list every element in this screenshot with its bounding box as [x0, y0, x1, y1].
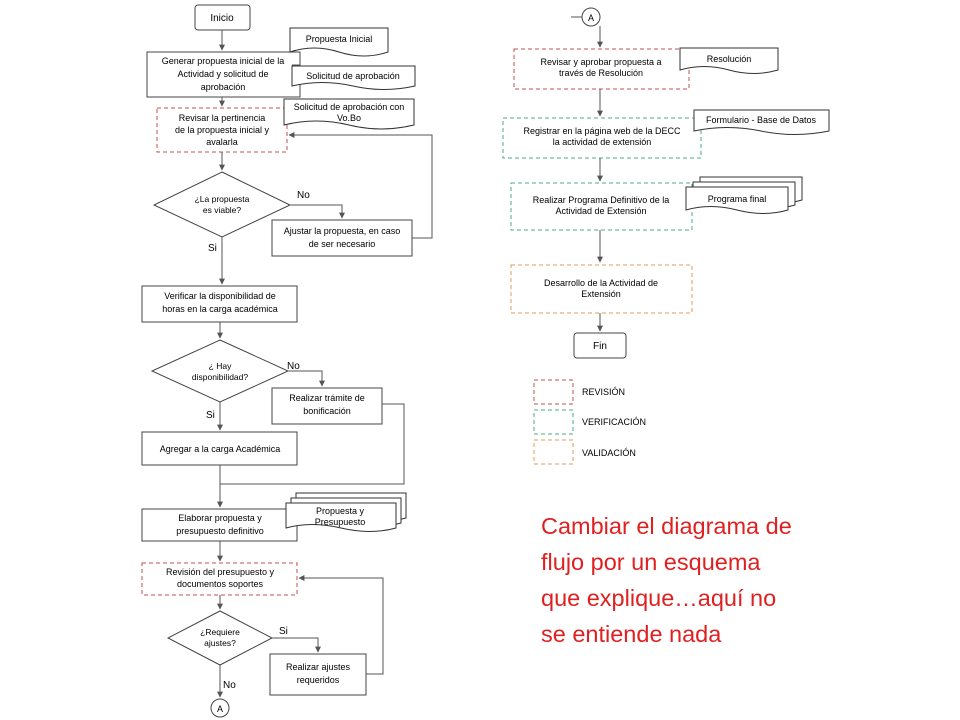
legend-label-validacion: VALIDACIÓN: [582, 448, 636, 458]
svg-text:Actividad y solicitud de: Actividad y solicitud de: [177, 69, 268, 79]
decision-viable: ¿La propuesta es viable?: [152, 171, 292, 238]
svg-text:avalarla: avalarla: [206, 137, 238, 147]
svg-text:Resolución: Resolución: [707, 54, 752, 64]
review-approve-step: Revisar y aprobar propuesta a través de …: [513, 48, 690, 90]
svg-text:disponibilidad?: disponibilidad?: [192, 372, 249, 382]
bonus-procedure-step: Realizar trámite de bonificación: [271, 387, 383, 425]
document-solicitud-vobo: Solicitud de aprobación con Vo.Bo: [283, 98, 415, 130]
svg-text:Formulario - Base de Datos: Formulario - Base de Datos: [706, 115, 817, 125]
label-no: No: [223, 680, 236, 691]
legend-swatch-validacion: [533, 439, 574, 465]
label-si: Si: [206, 410, 215, 421]
add-to-load-step: Agregar a la carga Académica: [141, 431, 298, 466]
svg-text:Fin: Fin: [593, 341, 607, 352]
register-web-step: Registrar en la página web de la DECC la…: [502, 117, 702, 159]
svg-text:documentos soportes: documentos soportes: [177, 579, 264, 589]
decision-adjustments: ¿Requiere ajustes?: [166, 610, 274, 666]
generate-proposal-step: Generar propuesta inicial de la Activida…: [146, 51, 301, 98]
svg-text:aprobación: aprobación: [201, 82, 246, 92]
svg-text:¿La propuesta: ¿La propuesta: [195, 194, 250, 204]
document-stack-propuesta-presupuesto: Propuesta y Presupuesto: [285, 492, 407, 532]
svg-text:horas en la carga académica: horas en la carga académica: [162, 304, 278, 314]
review-pertinence-step: Revisar la pertinencia de la propuesta i…: [156, 107, 288, 153]
svg-text:bonificación: bonificación: [303, 406, 351, 416]
comment-line: Cambiar el diagrama de: [541, 513, 792, 539]
document-solicitud-aprobacion: Solicitud de aprobación: [291, 65, 416, 90]
svg-text:Solicitud de aprobación: Solicitud de aprobación: [306, 71, 400, 81]
svg-text:Extensión: Extensión: [581, 289, 621, 299]
svg-text:Solicitud de aprobación con: Solicitud de aprobación con: [294, 102, 405, 112]
svg-text:es viable?: es viable?: [203, 205, 242, 215]
svg-text:Actividad de Extensión: Actividad de Extensión: [555, 206, 646, 216]
svg-text:A: A: [217, 704, 223, 714]
label-no: No: [297, 190, 310, 201]
document-resolucion: Resolución: [679, 47, 779, 74]
svg-text:Realizar Programa Definitivo d: Realizar Programa Definitivo de la: [533, 195, 670, 205]
svg-text:Presupuesto: Presupuesto: [315, 517, 366, 527]
comment-line: se entiende nada: [541, 621, 722, 647]
svg-text:requeridos: requeridos: [297, 675, 340, 685]
svg-text:Propuesta Inicial: Propuesta Inicial: [306, 34, 373, 44]
review-comment: Cambiar el diagrama de flujo por un esqu…: [541, 508, 871, 652]
activity-development-step: Desarrollo de la Actividad de Extensión: [510, 264, 693, 314]
svg-text:Propuesta y: Propuesta y: [316, 506, 365, 516]
final-program-step: Realizar Programa Definitivo de la Activ…: [510, 182, 693, 231]
label-si: Si: [208, 243, 217, 254]
svg-text:presupuesto definitivo: presupuesto definitivo: [176, 526, 264, 536]
connector-a-top: A: [581, 7, 601, 27]
svg-text:ajustes?: ajustes?: [204, 638, 236, 648]
label-no: No: [287, 361, 300, 372]
document-propuesta-inicial: Propuesta Inicial: [289, 27, 389, 57]
svg-text:Ajustar la propuesta, en caso: Ajustar la propuesta, en caso: [284, 226, 401, 236]
svg-text:la actividad de extensión: la actividad de extensión: [553, 137, 652, 147]
svg-text:Desarrollo de la Actividad de: Desarrollo de la Actividad de: [544, 278, 658, 288]
legend-swatch-verificacion: [533, 409, 574, 435]
legend: REVISIÓN VERIFICACIÓN VALIDACIÓN: [533, 379, 646, 465]
svg-text:Revisar la pertinencia: Revisar la pertinencia: [179, 113, 266, 123]
svg-text:Revisar y aprobar propuesta a: Revisar y aprobar propuesta a: [540, 57, 661, 67]
svg-text:través de Resolución: través de Resolución: [559, 68, 643, 78]
elaborate-proposal-step: Elaborar propuesta y presupuesto definit…: [141, 508, 298, 542]
legend-label-verificacion: VERIFICACIÓN: [582, 417, 646, 427]
svg-text:de la propuesta inicial y: de la propuesta inicial y: [175, 125, 270, 135]
legend-swatch-revision: [533, 379, 574, 405]
make-adjustments-step: Realizar ajustes requeridos: [269, 653, 367, 696]
svg-text:¿Requiere: ¿Requiere: [200, 627, 240, 637]
end-node: Fin: [573, 332, 627, 359]
label-si: Si: [279, 626, 288, 637]
svg-text:Verificar la disponibilidad de: Verificar la disponibilidad de: [164, 291, 276, 301]
svg-text:A: A: [588, 13, 594, 23]
verify-availability-step: Verificar la disponibilidad de horas en …: [141, 285, 298, 323]
connector-a-bottom: A: [210, 698, 230, 718]
svg-text:Vo.Bo: Vo.Bo: [337, 113, 361, 123]
start-node: Inicio: [194, 4, 251, 31]
legend-label-revision: REVISIÓN: [582, 387, 625, 397]
document-formulario: Formulario - Base de Datos: [693, 109, 830, 135]
document-stack-programa-final: Programa final: [685, 176, 803, 214]
svg-text:Inicio: Inicio: [210, 13, 234, 24]
comment-line: que explique…aquí no: [541, 585, 777, 611]
svg-text:Registrar en la página web de: Registrar en la página web de la DECC: [523, 126, 681, 136]
svg-text:Elaborar propuesta y: Elaborar propuesta y: [178, 513, 262, 523]
svg-text:Generar propuesta inicial de l: Generar propuesta inicial de la: [162, 56, 285, 66]
svg-text:¿ Hay: ¿ Hay: [209, 361, 232, 371]
budget-review-step: Revisión del presupuesto y documentos so…: [141, 562, 298, 596]
svg-text:Agregar a la carga Académica: Agregar a la carga Académica: [160, 444, 281, 454]
decision-availability: ¿ Hay disponibilidad?: [150, 339, 290, 403]
svg-text:Realizar trámite de: Realizar trámite de: [289, 393, 365, 403]
svg-text:Programa final: Programa final: [708, 194, 767, 204]
svg-text:Realizar ajustes: Realizar ajustes: [286, 662, 351, 672]
comment-line: flujo por un esquema: [541, 549, 761, 575]
svg-text:de ser necesario: de ser necesario: [309, 239, 376, 249]
adjust-proposal-step: Ajustar la propuesta, en caso de ser nec…: [271, 219, 413, 257]
svg-text:Revisión del presupuesto y: Revisión del presupuesto y: [166, 567, 275, 577]
